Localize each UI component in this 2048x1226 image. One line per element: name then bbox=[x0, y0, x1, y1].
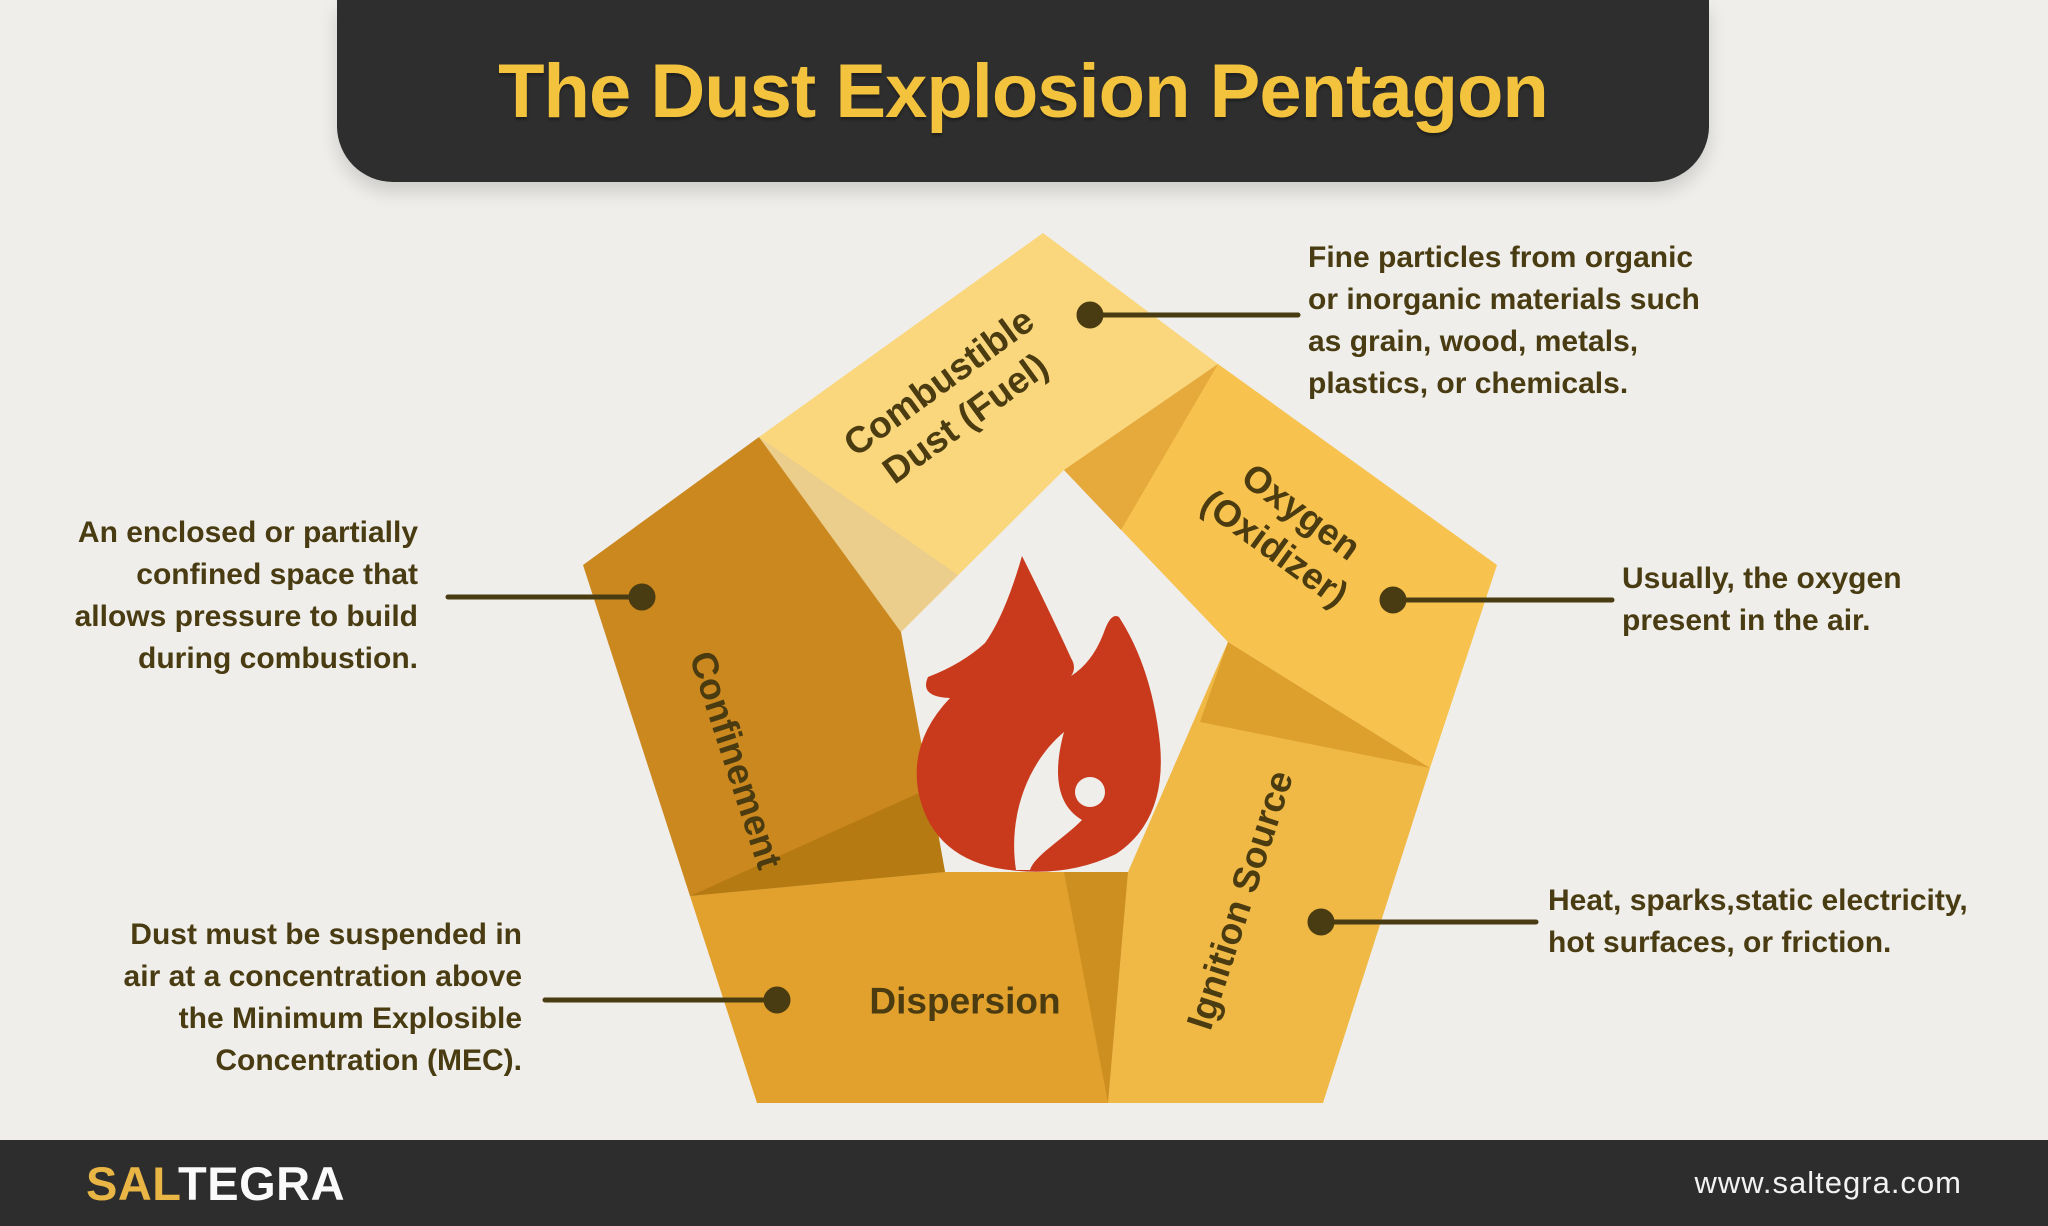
footer-bar: SALTEGRA www.saltegra.com bbox=[0, 1140, 2048, 1226]
brand-logo-gold: SAL bbox=[86, 1156, 179, 1210]
callout-dot-combustible bbox=[1076, 301, 1104, 329]
label-dispersion: Dispersion bbox=[869, 980, 1061, 1022]
fold-oxygen bbox=[1064, 364, 1218, 530]
description-confinement: An enclosed or partially confined space … bbox=[74, 516, 418, 675]
fold-dispersion bbox=[1064, 872, 1128, 1103]
flame-icon bbox=[916, 556, 1161, 872]
brand-logo-white: TEGRA bbox=[178, 1156, 346, 1210]
fold-combustible-dust bbox=[759, 437, 958, 632]
description-oxygen: Usually, the oxygen present in the air. bbox=[1622, 562, 1902, 637]
website-url: www.saltegra.com bbox=[1694, 1165, 1962, 1200]
segment-confinement bbox=[583, 437, 945, 896]
header-banner: The Dust Explosion Pentagon bbox=[337, 0, 1709, 182]
brand-logo: SALTEGRA bbox=[86, 1156, 345, 1211]
segment-dispersion bbox=[690, 872, 1128, 1103]
fold-confinement bbox=[690, 788, 945, 896]
callout-dot-oxygen bbox=[1379, 586, 1407, 614]
fold-ignition-source bbox=[1200, 642, 1430, 768]
callout-dot-dispersion bbox=[763, 986, 791, 1014]
page-title: The Dust Explosion Pentagon bbox=[498, 48, 1549, 134]
callout-dot-confinement bbox=[628, 583, 656, 611]
segment-oxygen bbox=[1064, 364, 1497, 768]
description-ignition-source: Heat, sparks,static electricity, hot sur… bbox=[1548, 884, 1968, 959]
description-combustible-dust: Fine particles from organic or inorganic… bbox=[1308, 241, 1700, 400]
segment-ignition-source bbox=[1108, 642, 1430, 1103]
description-dispersion: Dust must be suspended in air at a conce… bbox=[123, 918, 522, 1077]
callout-dot-ignition bbox=[1307, 908, 1335, 936]
